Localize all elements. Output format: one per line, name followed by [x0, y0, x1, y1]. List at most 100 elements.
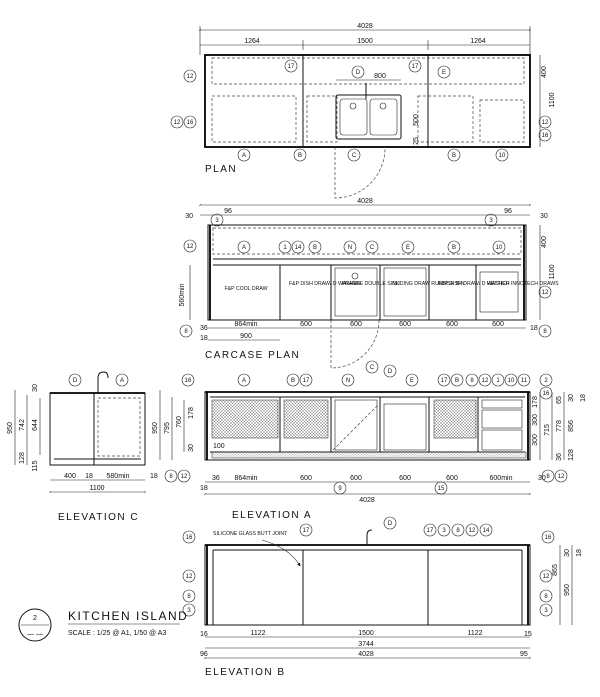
svg-text:11: 11 [521, 378, 528, 384]
svg-text:D: D [388, 521, 393, 527]
svg-text:580min: 580min [107, 473, 130, 480]
svg-text:4028: 4028 [359, 497, 375, 504]
svg-text:560min: 560min [179, 283, 186, 306]
svg-text:950: 950 [152, 422, 159, 434]
svg-text:1122: 1122 [250, 630, 265, 637]
plan-sink [335, 94, 402, 140]
svg-text:12: 12 [187, 74, 194, 80]
svg-text:10: 10 [496, 245, 503, 251]
svg-text:12: 12 [186, 574, 193, 580]
svg-text:8: 8 [456, 528, 460, 534]
svg-text:12: 12 [181, 474, 188, 480]
svg-text:17: 17 [427, 528, 434, 534]
svg-text:1122: 1122 [467, 630, 482, 637]
svg-text:30: 30 [568, 394, 575, 402]
svg-text:— —: — — [27, 631, 43, 638]
carcase-tags: 3 3 A 1 14 B N C E B 10 12 12 8 8 [179, 213, 552, 338]
svg-text:715: 715 [544, 424, 551, 436]
svg-text:E: E [410, 378, 414, 384]
svg-text:3: 3 [215, 218, 219, 224]
elev-c-dims-bottom: 400 580min 1100 18 18 [64, 473, 158, 492]
svg-text:F&P DISH DRAW/ D WASHER: F&P DISH DRAW/ D WASHER [289, 281, 361, 287]
svg-text:778: 778 [556, 420, 563, 432]
svg-text:16: 16 [545, 535, 552, 541]
svg-text:16: 16 [543, 391, 550, 397]
svg-text:C: C [370, 365, 375, 371]
elev-a-dims-right: 178 300 300 715 778 856 65 30 18 128 36 [532, 394, 587, 461]
elev-a-tags-top: A B 17 N C D E 17 B 8 12 1 10 11 2 16 16 [181, 360, 553, 400]
svg-text:C: C [352, 153, 357, 159]
svg-text:4028: 4028 [357, 198, 373, 205]
svg-text:8: 8 [187, 594, 191, 600]
svg-text:600min: 600min [490, 475, 513, 482]
svg-text:18: 18 [530, 325, 538, 332]
svg-text:1100: 1100 [549, 264, 556, 279]
svg-text:A: A [242, 245, 246, 251]
svg-text:16: 16 [200, 631, 208, 638]
svg-text:95: 95 [520, 651, 528, 658]
svg-text:12: 12 [542, 120, 549, 126]
svg-text:1100: 1100 [89, 485, 104, 492]
plan-title: PLAN [205, 164, 237, 175]
svg-text:128: 128 [19, 452, 26, 464]
drawing-title: KITCHEN ISLAND [68, 609, 188, 623]
elevation-c-title: ELEVATION C [58, 512, 139, 523]
svg-text:96: 96 [224, 208, 232, 215]
svg-text:300: 300 [532, 434, 539, 446]
svg-text:17: 17 [441, 378, 448, 384]
plan-dim-mid: 1500 [357, 38, 373, 45]
svg-text:36: 36 [556, 453, 563, 461]
svg-text:100: 100 [213, 443, 225, 450]
svg-text:16: 16 [187, 120, 194, 126]
svg-text:17: 17 [288, 64, 295, 70]
svg-text:865: 865 [552, 564, 559, 576]
svg-text:12: 12 [482, 378, 489, 384]
svg-text:10: 10 [499, 153, 506, 159]
svg-text:18: 18 [150, 473, 158, 480]
svg-text:18: 18 [200, 485, 208, 492]
elev-a-tags-bottom: 9 15 8 12 8 12 [164, 469, 568, 495]
svg-text:1100: 1100 [549, 92, 556, 107]
svg-text:B: B [298, 153, 302, 159]
svg-text:36: 36 [212, 475, 220, 482]
svg-text:1500: 1500 [358, 630, 374, 637]
svg-text:16: 16 [185, 378, 192, 384]
elevation-b-view: SILICONE GLASS BUTT JOINT 1122 1500 1122… [182, 516, 583, 678]
carcase-labels: F&P COOL DRAW F&P DISH DRAW/ D WASHER FR… [224, 281, 559, 292]
elevation-a-view: 950 795 760 178 100 30 178 300 300 715 7… [152, 360, 587, 521]
svg-text:2: 2 [544, 378, 548, 384]
svg-text:600: 600 [399, 321, 411, 328]
svg-text:600: 600 [350, 475, 362, 482]
svg-text:12: 12 [174, 120, 181, 126]
svg-text:856: 856 [568, 420, 575, 432]
svg-text:300: 300 [532, 414, 539, 426]
elev-b-note: SILICONE GLASS BUTT JOINT [213, 531, 288, 537]
svg-text:115: 115 [32, 460, 39, 471]
svg-text:8: 8 [184, 329, 188, 335]
svg-text:178: 178 [188, 407, 195, 419]
svg-text:178: 178 [532, 396, 539, 408]
carcase-compartments [213, 264, 521, 320]
svg-text:F&P COOL DRAW: F&P COOL DRAW [224, 286, 267, 292]
svg-text:N: N [346, 378, 350, 384]
svg-text:65: 65 [556, 396, 563, 404]
svg-text:30: 30 [185, 213, 193, 220]
plan-view: 4028 1264 1500 1264 800 400 1100 500 25 [170, 23, 556, 199]
drawing-scale: SCALE : 1/25 @ A1, 1/50 @ A3 [68, 630, 166, 637]
elev-a-panels [211, 397, 527, 459]
svg-text:18: 18 [580, 394, 587, 402]
svg-text:30: 30 [540, 213, 548, 220]
elev-b-tags: 16 17 D 17 3 8 12 14 16 12 8 3 12 8 3 [182, 516, 555, 617]
plan-dim-left: 1264 [244, 38, 260, 45]
svg-text:17: 17 [303, 528, 310, 534]
svg-text:12: 12 [558, 474, 565, 480]
svg-text:D: D [73, 378, 78, 384]
svg-text:15: 15 [524, 631, 532, 638]
svg-text:400: 400 [541, 66, 548, 78]
elev-a-dims-left: 950 795 760 178 100 30 [152, 407, 225, 452]
svg-text:600: 600 [300, 321, 312, 328]
svg-text:600: 600 [350, 321, 362, 328]
svg-text:36: 36 [200, 325, 208, 332]
svg-text:B: B [313, 245, 317, 251]
svg-text:D: D [356, 70, 361, 76]
